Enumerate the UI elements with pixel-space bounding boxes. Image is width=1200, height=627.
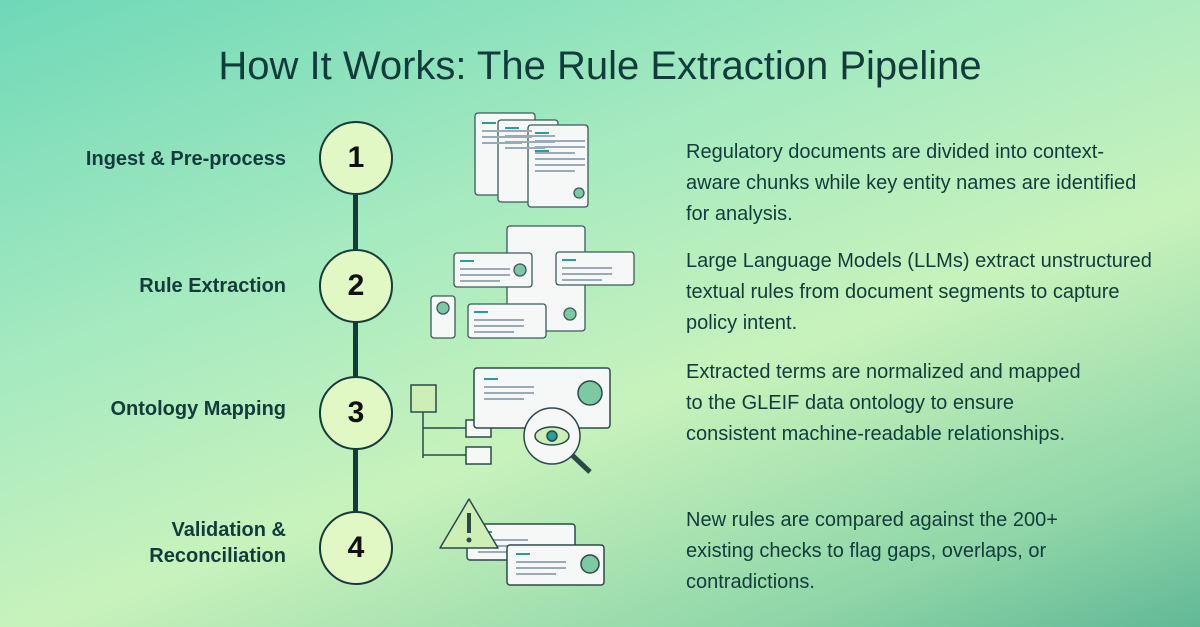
step-2-circle: 2 [319, 249, 393, 323]
step-4-circle: 4 [319, 511, 393, 585]
timeline-line [353, 195, 358, 515]
step-4-label: Validation & Reconciliation [149, 519, 286, 567]
step-4-description: New rules are compared against the 200+ … [686, 509, 1058, 593]
documents-stack-icon [474, 112, 589, 208]
step-2-label: Rule Extraction [139, 275, 286, 297]
step-1-description: Regulatory documents are divided into co… [686, 141, 1137, 225]
step-1-label: Ingest & Pre-process [85, 148, 286, 170]
step-3-description: Extracted terms are normalized and mappe… [686, 361, 1081, 445]
page-title: How It Works: The Rule Extraction Pipeli… [218, 44, 982, 88]
extraction-documents-icon [430, 225, 635, 339]
step-illustrations [410, 112, 635, 586]
step-3-circle: 3 [319, 376, 393, 450]
validation-warning-icon [439, 498, 605, 586]
step-3-label: Ontology Mapping [110, 398, 286, 420]
ontology-mapping-icon [410, 367, 611, 474]
step-2-description: Large Language Models (LLMs) extract uns… [686, 250, 1152, 334]
step-1-circle: 1 [319, 121, 393, 195]
